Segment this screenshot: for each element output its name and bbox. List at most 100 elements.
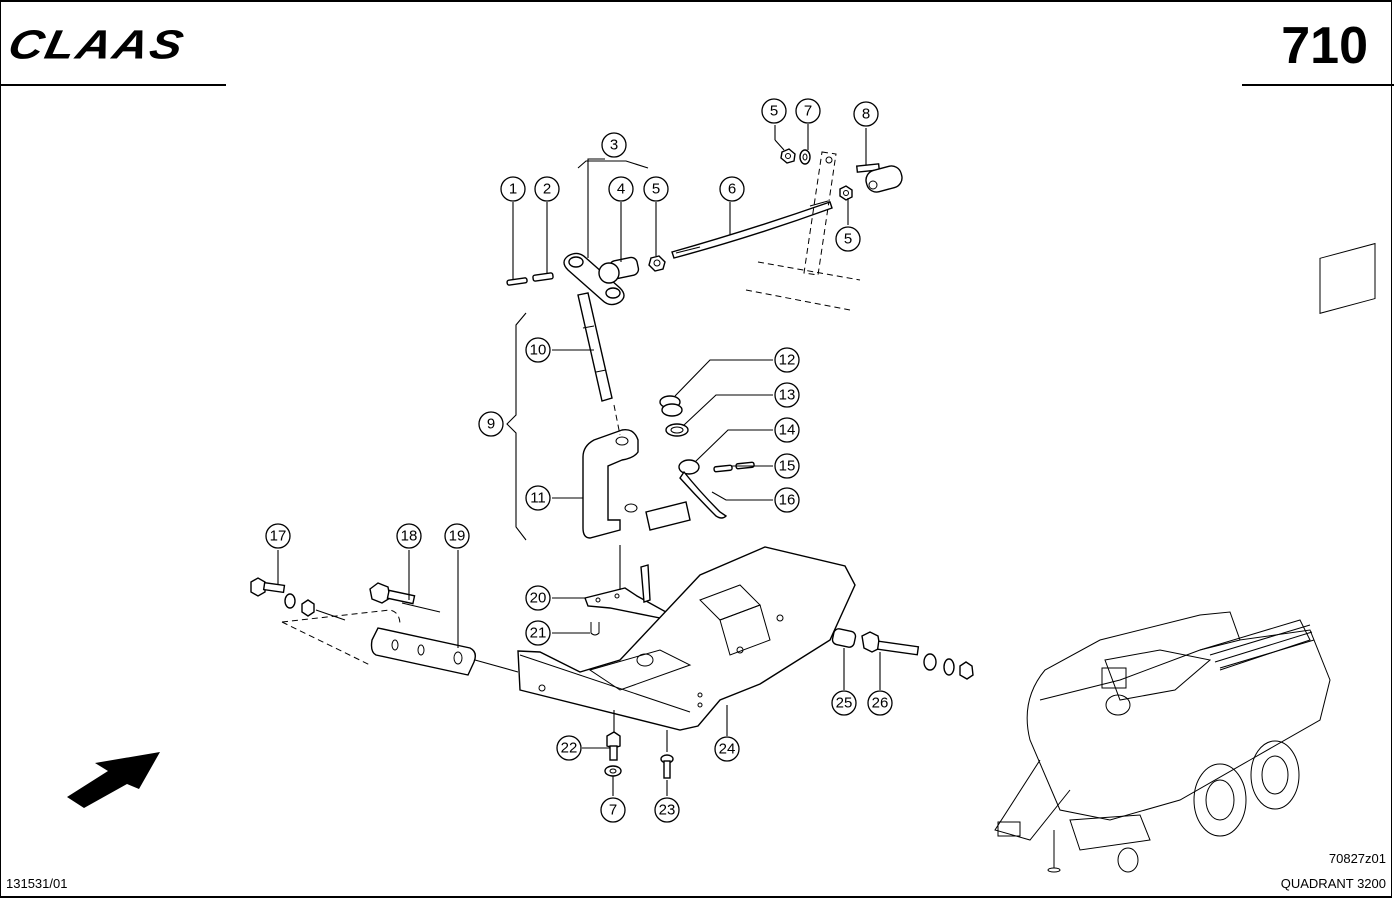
callout-14: 14 [774,417,800,443]
clip-21 [590,622,600,636]
callout-2: 2 [534,176,560,202]
bolt-22 [606,731,621,761]
washers-26 [923,653,974,680]
callout-11: 11 [525,485,551,511]
bracket-ghost [745,151,861,311]
svg-text:10: 10 [530,342,547,359]
svg-text:7: 7 [609,802,617,819]
svg-text:5: 5 [770,103,778,120]
svg-text:18: 18 [401,528,418,545]
svg-text:24: 24 [719,741,736,758]
washer-7-bottom [604,765,622,777]
bushing-25 [831,628,857,648]
callout-17: 17 [265,523,291,549]
svg-text:2: 2 [543,181,551,198]
clevis-8 [865,165,903,193]
callout-1: 1 [500,176,526,202]
svg-text:23: 23 [659,802,676,819]
nut-17 [301,599,315,617]
svg-text:14: 14 [779,422,796,439]
svg-text:21: 21 [530,625,547,642]
direction-arrow-icon [67,752,160,808]
svg-text:17: 17 [270,528,287,545]
callout-26: 26 [867,690,893,716]
pin-1 [506,277,528,286]
housing-11 [582,404,691,539]
svg-text:26: 26 [872,695,889,712]
nut-5 [648,255,666,272]
svg-text:22: 22 [561,740,578,757]
lever-arm-3 [563,252,625,306]
svg-text:13: 13 [779,387,796,404]
illustration-code: 70827z01 [1328,851,1386,866]
logo-underline [0,84,226,86]
document-reference: 131531/01 [6,876,68,891]
svg-text:9: 9 [487,416,495,433]
callout-19: 19 [444,523,470,549]
callout-25: 25 [831,690,857,716]
base-frame-24 [517,546,856,731]
svg-text:12: 12 [779,352,796,369]
svg-text:11: 11 [530,490,546,507]
callout-3: 3 [601,132,627,158]
svg-text:15: 15 [779,458,796,475]
pin-2 [532,272,554,282]
svg-text:16: 16 [779,492,796,509]
washer-13 [665,423,689,437]
callout-23: 23 [654,797,680,823]
svg-text:20: 20 [530,590,547,607]
handle-14-16 [678,459,728,519]
svg-text:5: 5 [652,181,660,198]
callout-10: 10 [525,337,551,363]
machine-model: QUADRANT 3200 [1280,876,1386,891]
svg-text:7: 7 [804,103,812,120]
svg-text:1: 1 [509,181,517,198]
callout-8: 8 [853,101,879,127]
callout-24: 24 [714,736,740,762]
screw-23 [660,754,674,779]
callout-18: 18 [396,523,422,549]
svg-text:4: 4 [617,181,625,198]
bolt-26 [861,631,920,656]
nut-5-top [780,148,796,164]
rod-6 [671,200,833,259]
page-number-underline [1242,84,1394,86]
svg-text:5: 5 [844,231,852,248]
leader-lines [277,124,881,796]
bolt-17 [250,577,286,597]
callout-12: 12 [774,347,800,373]
callout-9: 9 [478,411,504,437]
ball-joint-4 [598,256,640,284]
bracket-9 [506,312,527,541]
callout-16: 16 [774,487,800,513]
washers-12 [659,395,683,417]
shaft-10 [577,292,613,402]
svg-text:6: 6 [728,181,736,198]
nut-5-right [839,185,853,201]
callout-13: 13 [774,382,800,408]
bolt-18 [369,582,416,605]
washer-17 [284,593,296,609]
pins-15 [713,461,755,473]
sleeve-19 [281,609,477,676]
callout-5-top: 5 [761,98,787,124]
callout-21: 21 [525,620,551,646]
callout-5-right: 5 [835,226,861,252]
pivot-plate-20 [584,564,668,619]
washer-7-top [799,149,811,165]
callout-7-top: 7 [795,98,821,124]
callout-22: 22 [556,735,582,761]
callout-6: 6 [719,176,745,202]
callout-15: 15 [774,453,800,479]
svg-text:25: 25 [836,695,853,712]
page-number: 710 [1281,17,1368,75]
callout-4: 4 [608,176,634,202]
svg-text:3: 3 [610,137,618,154]
callout-7-bottom: 7 [600,797,626,823]
callout-20: 20 [525,585,551,611]
svg-text:8: 8 [862,106,870,123]
callout-5: 5 [643,176,669,202]
svg-text:19: 19 [449,528,466,545]
